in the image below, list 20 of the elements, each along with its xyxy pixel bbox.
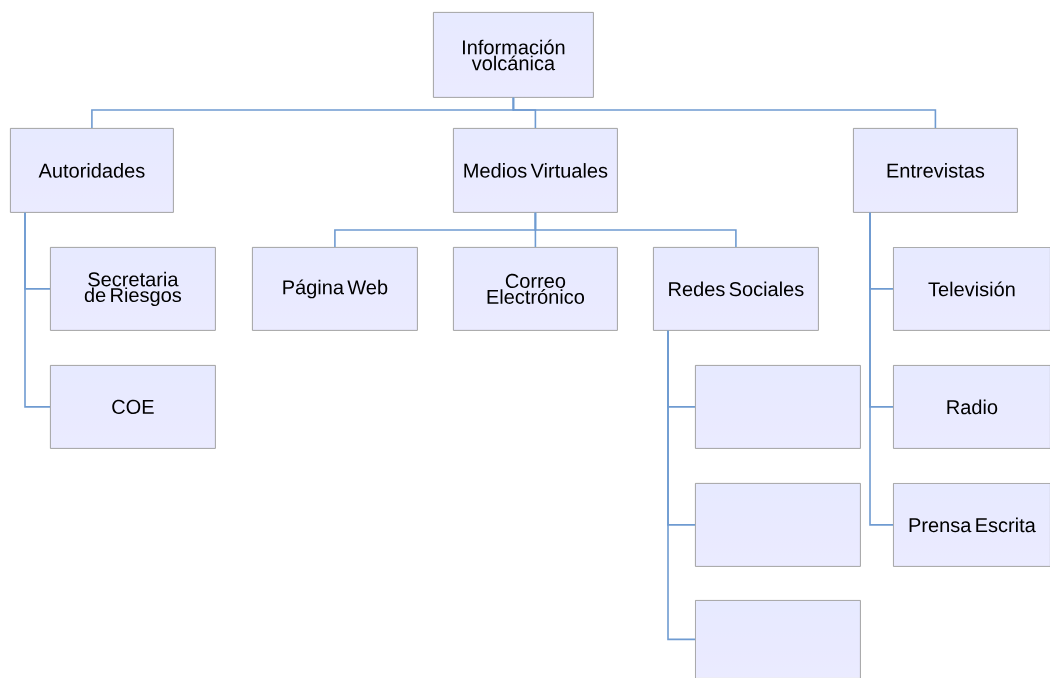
category-box: Autoridades: [10, 128, 174, 213]
category-box: Televisión: [893, 247, 1050, 331]
category-box: Redes Sociales: [653, 247, 819, 331]
category-box: Correo Electrónico: [453, 247, 618, 331]
category-box: Secretaria de Riesgos: [50, 247, 216, 331]
category-box: Medios Virtuales: [453, 128, 618, 213]
category-box: Información volcánica: [433, 12, 594, 98]
category-box: Radio: [893, 365, 1050, 449]
connector-line: [24, 212, 51, 408]
empty-box: [695, 483, 861, 567]
category-box: Entrevistas: [853, 128, 1018, 213]
connector-line: [512, 97, 937, 129]
category-box: Página Web: [252, 247, 418, 331]
connector-line: [667, 330, 696, 641]
empty-box: [695, 365, 861, 449]
category-box: COE: [50, 365, 216, 449]
connector-line: [534, 212, 737, 248]
connector-line: [869, 212, 894, 526]
empty-box: [695, 600, 861, 678]
category-box: Prensa Escrita: [893, 483, 1050, 567]
